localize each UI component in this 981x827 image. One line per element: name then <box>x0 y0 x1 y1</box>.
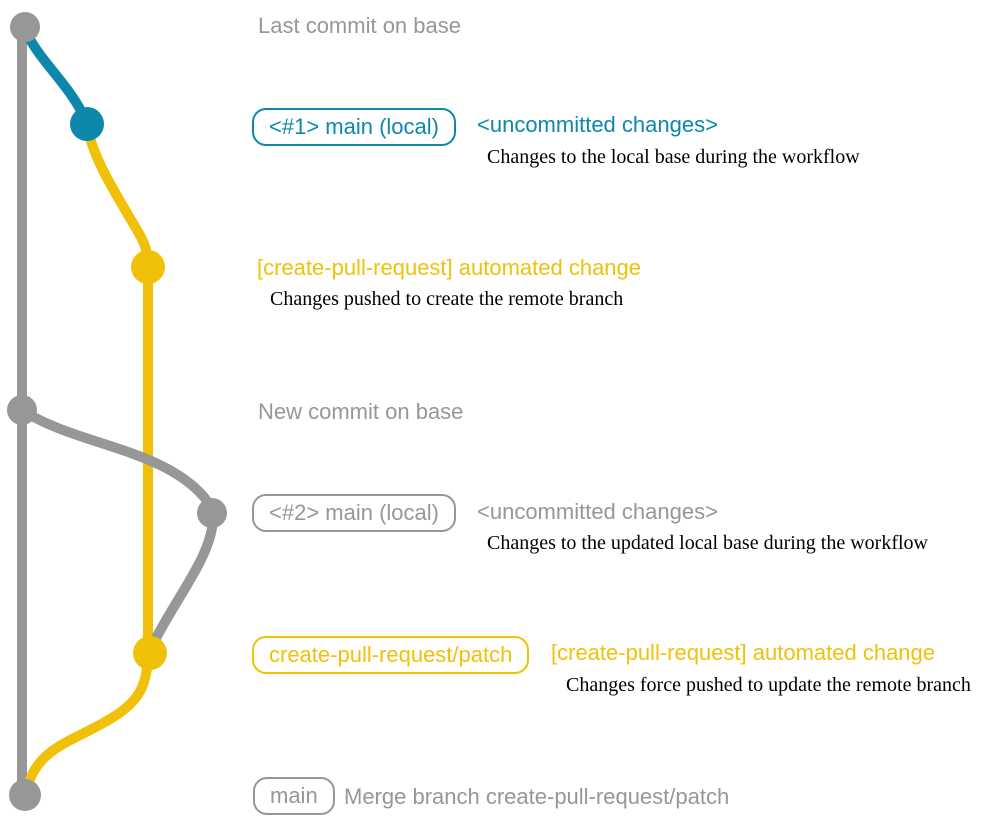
last-commit-on-base-commit-dot <box>10 12 40 42</box>
main-local-1-branch-line <box>20 25 90 124</box>
branch-tag-create-pull-request-patch: create-pull-request/patch <box>252 636 530 674</box>
branch-tag-main: main <box>253 777 335 815</box>
create-pull-request-commit-2-dot <box>133 636 167 670</box>
commit-note-automated-change-1: Changes pushed to create the remote bran… <box>270 288 624 310</box>
commit-message-automated-change-2: [create-pull-request] automated change <box>551 640 936 665</box>
commit-message-uncommitted-2: <uncommitted changes> <box>477 499 718 524</box>
create-pull-request-commit-1-dot <box>131 250 165 284</box>
git-graph-svg <box>7 12 227 811</box>
commit-note-uncommitted-1: Changes to the local base during the wor… <box>487 146 860 168</box>
commit-note-uncommitted-2: Changes to the updated local base during… <box>487 532 928 554</box>
caption-last-commit-on-base: Last commit on base <box>258 13 461 38</box>
branch-tag-main-local-2: <#2> main (local) <box>252 494 456 532</box>
main-local-2-branch-line <box>17 405 218 653</box>
caption-new-commit-on-base: New commit on base <box>258 399 464 424</box>
commit-message-merge: Merge branch create-pull-request/patch <box>344 784 730 809</box>
commit-message-uncommitted-1: <uncommitted changes> <box>477 112 718 137</box>
branch-tag-main-local-1: <#1> main (local) <box>252 108 456 146</box>
commit-message-automated-change-1: [create-pull-request] automated change <box>257 255 642 280</box>
commit-note-automated-change-2: Changes force pushed to update the remot… <box>566 674 971 696</box>
main-local-2-commit-dot <box>197 498 227 528</box>
merge-commit-dot <box>9 779 41 811</box>
main-local-1-commit-dot <box>70 107 104 141</box>
new-commit-on-base-commit-dot <box>7 395 37 425</box>
